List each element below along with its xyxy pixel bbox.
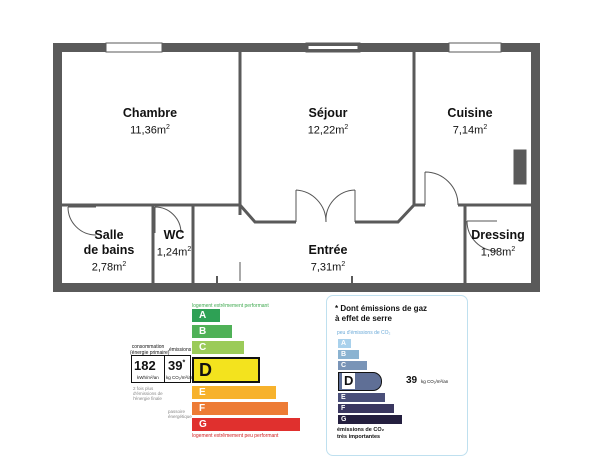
- emissions-unit: kg CO₂/m²/an: [166, 375, 194, 380]
- window-cuisine: [448, 42, 502, 53]
- door-sdb: [67, 206, 97, 236]
- room-area: 2,78m2: [91, 261, 127, 274]
- room-name-line2: de bains: [83, 243, 135, 257]
- energy-bar-a: A: [192, 309, 220, 322]
- doors: [67, 171, 498, 281]
- emissions-value: 39*: [168, 358, 186, 373]
- room-wc: WC 1,24m2: [153, 228, 195, 260]
- room-area: 7,14m2: [452, 124, 488, 137]
- windows: [105, 42, 527, 185]
- ges-bar-f: F: [338, 404, 394, 413]
- ges-bar-g: G: [338, 415, 402, 424]
- energy-side-note: 2 fois plus d'émissions de l'énergie fin…: [133, 386, 163, 401]
- energy-bar-e: E: [192, 386, 276, 399]
- door-dressing: [466, 220, 498, 252]
- room-area: 7,31m2: [310, 261, 346, 274]
- energy-bar-g: G: [192, 418, 300, 431]
- energy-bar-b: B: [192, 325, 232, 338]
- ges-high-note: émissions de CO₂ très importantes: [337, 427, 385, 440]
- room-name: Dressing: [471, 228, 525, 242]
- door-sejour-left: [295, 189, 327, 223]
- energy-bottom-note: logement extrêmement peu performant: [192, 433, 279, 439]
- ges-bar-e: E: [338, 393, 385, 402]
- room-dressing: Dressing 1,98m2: [467, 228, 529, 260]
- floor-plan-walls: [53, 43, 540, 292]
- consumption-unit: kWh/m²/an: [137, 375, 159, 380]
- door-wc: [154, 206, 182, 234]
- ges-value: 39: [406, 375, 418, 386]
- door-sejour-right: [325, 189, 356, 223]
- wall-sejour-bottom-right: [355, 203, 416, 224]
- energy-bar-d-current: D: [192, 357, 260, 383]
- consumption-box-divider: [164, 355, 165, 383]
- ges-bar-c: C: [338, 361, 367, 370]
- room-sejour: Séjour 12,22m2: [273, 106, 383, 138]
- room-name: Séjour: [308, 106, 348, 120]
- room-area: 1,98m2: [480, 246, 516, 259]
- window-sejour-inner: [307, 45, 359, 50]
- room-name: Entrée: [308, 243, 348, 257]
- room-name: WC: [163, 228, 185, 242]
- room-name: Chambre: [122, 106, 178, 120]
- consumption-label: consommation (énergie primaire): [130, 344, 170, 356]
- room-area: 12,22m2: [307, 124, 349, 137]
- window-chambre: [105, 42, 163, 53]
- entry-marks: [216, 276, 353, 288]
- room-name: Salle: [94, 228, 124, 242]
- room-chambre: Chambre 11,36m2: [95, 106, 205, 138]
- ges-title: * Dont émissions de gaz à effet de serre: [335, 304, 428, 323]
- emissions-label: émissions: [169, 347, 192, 353]
- ges-box: [326, 295, 468, 456]
- ges-low-note: peu d'émissions de CO₂: [337, 330, 391, 336]
- room-entree: Entrée 7,31m2: [273, 243, 383, 275]
- wall-sejour-bottom: [238, 204, 296, 224]
- door-cuisine: [424, 171, 459, 206]
- energy-bar-f: F: [192, 402, 288, 415]
- energy-top-note: logement extrêmement performant: [192, 303, 269, 309]
- window-cuisine-side: [513, 149, 527, 185]
- room-area: 1,24m2: [156, 246, 192, 259]
- consumption-box: [131, 355, 191, 383]
- ges-bar-d-current: D: [338, 372, 382, 391]
- room-name: Cuisine: [447, 106, 493, 120]
- energy-bar-c: C: [192, 341, 244, 354]
- ges-bar-a: A: [338, 339, 351, 348]
- consumption-value: 182: [134, 358, 156, 373]
- ges-bar-b: B: [338, 350, 359, 359]
- outer-wall: [53, 43, 540, 292]
- passoire-note: passoire énergétique: [168, 409, 192, 419]
- room-cuisine: Cuisine 7,14m2: [415, 106, 525, 138]
- ges-unit: kg CO₂/m²/an: [421, 379, 449, 384]
- room-salle-de-bains: Salle de bains 2,78m2: [67, 228, 151, 275]
- room-area: 11,36m2: [130, 124, 170, 137]
- floor-plan: [53, 42, 540, 292]
